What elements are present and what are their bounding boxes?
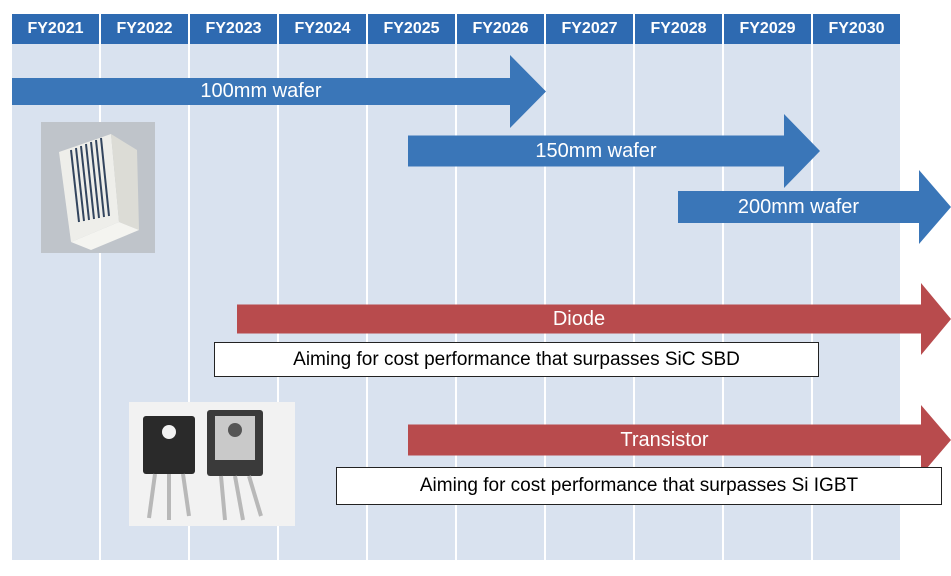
arrow-label: Transistor	[620, 428, 709, 451]
arrow-polygon	[678, 170, 951, 244]
year-header-fy2027: FY2027	[546, 14, 633, 44]
year-header-fy2025: FY2025	[368, 14, 455, 44]
year-header-fy2030: FY2030	[813, 14, 900, 44]
arrow-100mm-wafer: 100mm wafer	[12, 55, 546, 128]
arrow-200mm-wafer: 200mm wafer	[678, 170, 951, 244]
year-header-fy2023: FY2023	[190, 14, 277, 44]
arrow-label: Diode	[552, 307, 606, 330]
year-header-fy2026: FY2026	[457, 14, 544, 44]
arrow-label: 150mm wafer	[535, 139, 657, 162]
arrow-polygon	[12, 55, 546, 128]
arrow-polygon	[408, 114, 820, 188]
note-transistor: Aiming for cost performance that surpass…	[336, 467, 942, 505]
arrow-label: 200mm wafer	[737, 195, 860, 218]
year-header-fy2021: FY2021	[12, 14, 99, 44]
arrow-diode: Diode	[237, 283, 951, 355]
year-header-fy2024: FY2024	[279, 14, 366, 44]
arrow-shape	[237, 283, 951, 355]
arrow-shape	[408, 114, 820, 188]
arrow-polygon	[237, 283, 951, 355]
arrow-polygon	[408, 405, 951, 475]
wafer-carrier-photo	[41, 122, 155, 253]
arrow-shape	[678, 170, 951, 244]
transistor-packages-photo	[129, 402, 295, 526]
year-header-fy2022: FY2022	[101, 14, 188, 44]
year-header-fy2028: FY2028	[635, 14, 722, 44]
arrow-shape	[12, 55, 546, 128]
arrow-transistor: Transistor	[408, 405, 951, 475]
year-header-fy2029: FY2029	[724, 14, 811, 44]
arrow-shape	[408, 405, 951, 475]
arrow-label: 100mm wafer	[200, 80, 322, 102]
note-diode: Aiming for cost performance that surpass…	[214, 342, 819, 377]
arrow-150mm-wafer: 150mm wafer	[408, 114, 820, 188]
